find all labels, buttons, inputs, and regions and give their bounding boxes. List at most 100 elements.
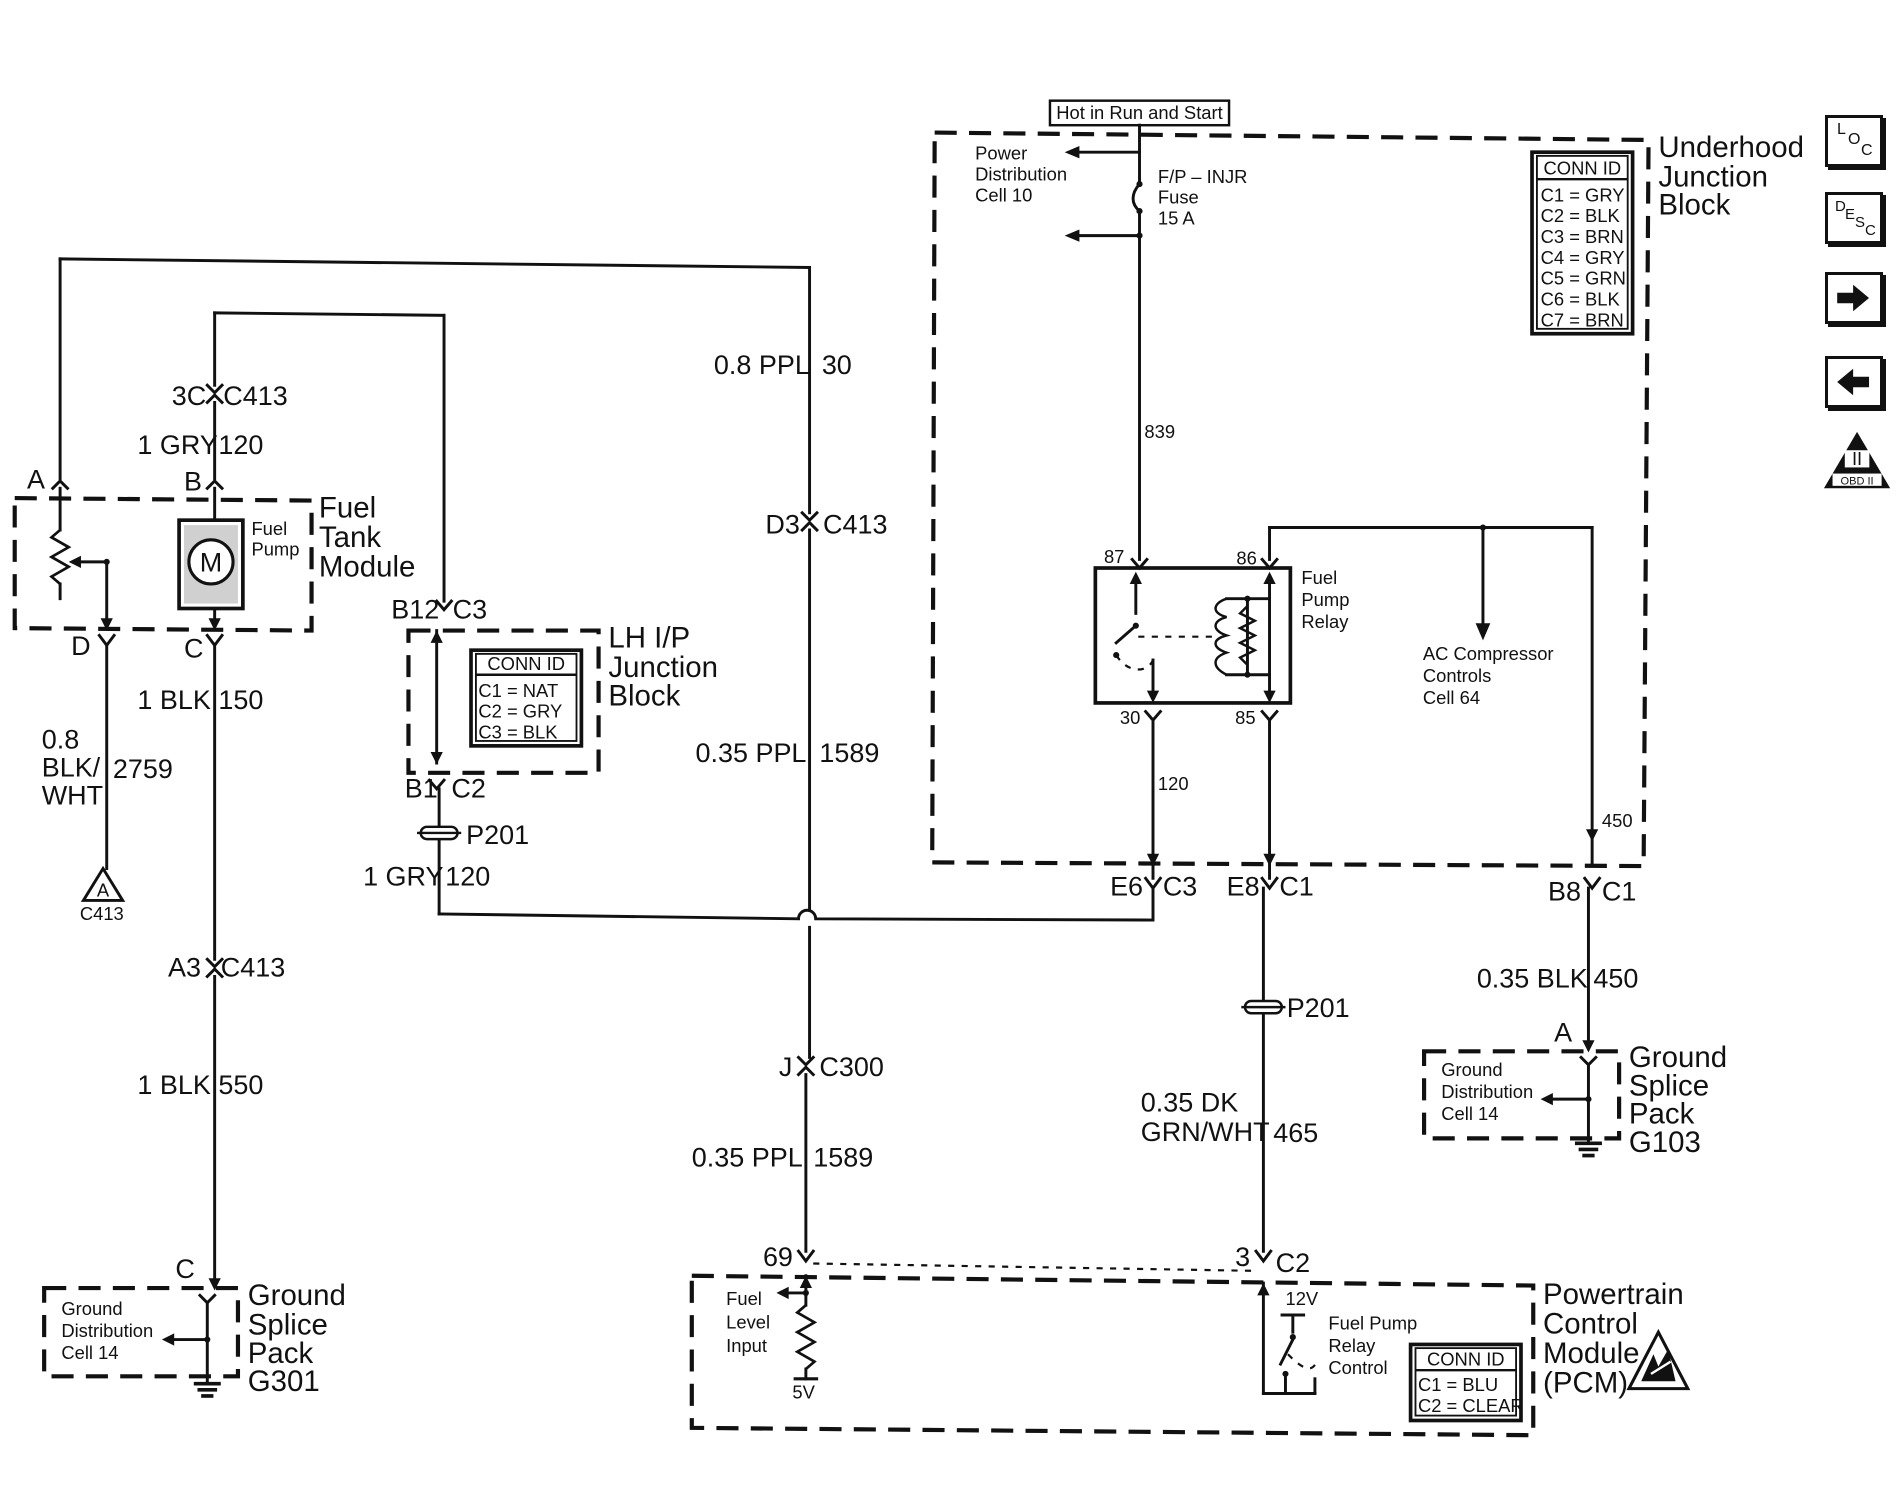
obd-ii-icon: II OBD II: [1823, 431, 1891, 489]
connector-e6-label: E6: [1110, 872, 1143, 902]
fuel-pump-motor: M: [177, 486, 245, 631]
g103-title: Ground: [1629, 1041, 1727, 1074]
fuel-level-input-label: Level: [726, 1312, 770, 1333]
relay-label: Relay: [1301, 611, 1349, 632]
underhood-conn-id-table: CONN ID C1 = GRY C2 = BLK C3 = BRN C4 = …: [1530, 150, 1635, 336]
circuit-120-label: 120: [1158, 773, 1189, 794]
circuit-number-label: 2759: [113, 754, 173, 784]
relay-control-label: Fuel Pump: [1328, 1313, 1417, 1334]
connector-b8-label: B8: [1548, 876, 1581, 906]
pcm-relay-control-switch: [1257, 1281, 1319, 1395]
pcm-connector-dotted-link: [813, 1262, 1257, 1272]
ground-symbol-icon: [193, 1381, 221, 1398]
pcm-fuel-level-circuit: [776, 1274, 819, 1381]
tank-pin-c: C: [184, 634, 203, 664]
circuit-839-label: 839: [1144, 421, 1175, 442]
connector-c1-label: C1: [1279, 872, 1313, 902]
g103-pin-a: A: [1554, 1017, 1572, 1047]
pcm-connector-c2: C2: [1276, 1248, 1310, 1278]
conn-id-row: C5 = GRN: [1541, 268, 1626, 289]
fuel-level-sender: [48, 486, 113, 631]
next-page-button[interactable]: [1825, 272, 1883, 324]
relay-resistor-symbol: [1237, 605, 1258, 666]
tank-pin-a: A: [27, 464, 45, 494]
wire-gauge-label: 0.35 PPL: [695, 738, 806, 768]
power-distribution-label: Cell 10: [975, 184, 1032, 205]
fuel-tank-module-title: Fuel: [319, 492, 376, 525]
loc-letter: L: [1837, 121, 1846, 138]
pcm-title: Module: [1543, 1337, 1639, 1370]
pcm-5v-label: 5V: [792, 1381, 815, 1402]
pcm-outline: [689, 1273, 1536, 1438]
p201-splice-icon: [417, 825, 462, 841]
conn-id-row: C3 = BRN: [1541, 226, 1624, 247]
pcm-title: (PCM): [1543, 1366, 1628, 1399]
conn-id-row: C2 = GRY: [478, 701, 562, 722]
relay-label: Pump: [1301, 589, 1349, 610]
wire-gauge-label: 0.8 PPL: [714, 350, 810, 380]
circuit-number-label: 450: [1593, 964, 1638, 994]
connector-c3-label: C3: [1163, 872, 1197, 902]
desc-letter: C: [1865, 222, 1876, 239]
pcm-pin-69: 69: [763, 1242, 793, 1272]
wire-120-horizontal: [437, 886, 1155, 922]
desc-letter: E: [1845, 206, 1856, 223]
fuel-tank-module-title: Tank: [319, 521, 381, 554]
fuel-level-input-label: Input: [726, 1335, 767, 1356]
c300-label: C300: [819, 1052, 883, 1082]
g301-title: Splice: [248, 1309, 328, 1342]
previous-page-button[interactable]: [1825, 356, 1883, 408]
ac-compressor-label: Controls: [1423, 665, 1491, 686]
power-distribution-label: Distribution: [975, 163, 1067, 184]
conn-id-row: C2 = BLK: [1541, 205, 1621, 226]
relay-label: Fuel: [1301, 567, 1337, 588]
wire-gauge-label: 0.35 PPL: [692, 1143, 803, 1173]
fuse-label: 15 A: [1158, 208, 1196, 229]
ground-inner-label: Cell 14: [1441, 1103, 1498, 1124]
wire-gauge-label: BLK/: [42, 753, 101, 783]
ground-splice-g301-outline: [42, 1285, 241, 1379]
ref-connector: C413: [80, 903, 124, 924]
conn-id-title: CONN ID: [1544, 157, 1622, 178]
ground-g301-internal: [161, 1293, 221, 1398]
description-button[interactable]: D E S C: [1825, 192, 1883, 244]
wire-gauge-label: 1 GRY: [363, 862, 443, 892]
relay-control-label: Control: [1328, 1357, 1387, 1378]
conn-id-row: C7 = BRN: [1541, 309, 1624, 330]
lh-ip-pin-b12: B12: [391, 594, 439, 624]
description-icon: D E S C: [1828, 195, 1880, 241]
wire-gauge-label: WHT: [42, 781, 103, 811]
location-button[interactable]: L O C: [1825, 115, 1883, 167]
ref-triangle-a-c413: A C413: [80, 865, 126, 924]
tank-pin-b: B: [184, 467, 202, 497]
desc-letter: D: [1835, 198, 1846, 215]
c413-pin-3c: 3C: [172, 381, 206, 411]
relay-pin-87: 87: [1104, 546, 1124, 567]
relay-pin-86: 86: [1236, 547, 1256, 568]
wire-gauge-label: 1 BLK: [137, 685, 210, 715]
c413-label: C413: [823, 510, 887, 540]
conn-id-row: C4 = GRY: [1541, 247, 1625, 268]
connector-c1-label: C1: [1602, 876, 1636, 906]
g301-title: Pack: [248, 1337, 314, 1370]
pcm-pin-3: 3: [1235, 1242, 1250, 1272]
p201-label: P201: [466, 820, 529, 850]
c300-pin-j: J: [779, 1052, 792, 1082]
lh-ip-conn-id-table: CONN ID C1 = NAT C2 = GRY C3 = BLK: [469, 648, 584, 748]
hot-in-run-start-text: Hot in Run and Start: [1056, 102, 1223, 123]
relay-86-feed: [1268, 524, 1599, 868]
pcm-title: Control: [1543, 1307, 1638, 1340]
pcm-conn-id-table: CONN ID C1 = BLU C2 = CLEAR: [1408, 1342, 1524, 1423]
underhood-title-3: Block: [1658, 189, 1730, 222]
pcm-12v-label: 12V: [1285, 1288, 1318, 1309]
ac-compressor-label: Cell 64: [1423, 687, 1480, 708]
conn-id-row: C6 = BLK: [1541, 289, 1621, 310]
conn-id-row: C2 = CLEAR: [1418, 1395, 1524, 1416]
underhood-title-1: Underhood: [1658, 131, 1804, 164]
ground-g103-internal: [1540, 1055, 1602, 1158]
fuse-symbol: [1131, 183, 1141, 213]
relay-pin-85: 85: [1235, 707, 1255, 728]
loc-letter: C: [1861, 142, 1873, 159]
lh-ip-connector-c2: C2: [451, 773, 485, 803]
